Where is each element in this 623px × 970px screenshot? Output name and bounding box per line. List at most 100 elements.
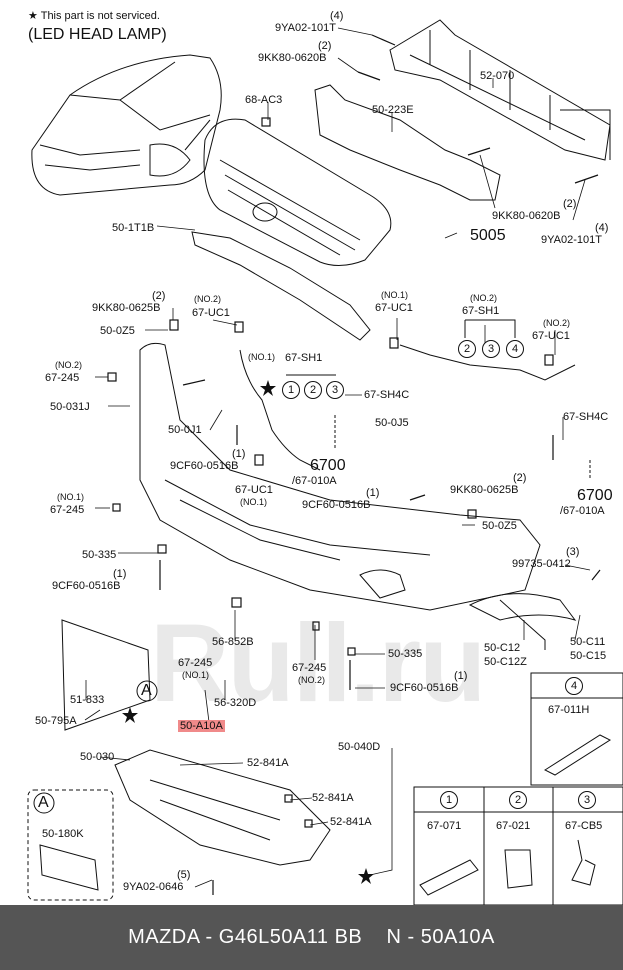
leader-lines (84, 27, 591, 888)
label-50-030: 50-030 (80, 751, 115, 763)
license-bracket-drawing (61, 619, 151, 731)
label-67-071: 67-071 (427, 820, 462, 832)
undercover-drawing (114, 749, 331, 866)
label-50-c15: 50-C15 (570, 650, 607, 662)
harness-drawing (239, 349, 321, 471)
circle-num-4b: 4 (506, 340, 524, 358)
label-52-070: 52-070 (480, 70, 515, 82)
label-56-852b: 56-852B (212, 636, 254, 648)
label-50-180k: 50-180K (42, 828, 84, 840)
label-5005: 5005 (470, 227, 506, 244)
label-50-c11: 50-C11 (570, 636, 606, 648)
bumper-drawing (139, 342, 541, 611)
label-67-021: 67-021 (496, 820, 531, 832)
label-no2-sh1: (NO.2) (470, 293, 497, 303)
side-molding-drawing (468, 593, 577, 621)
label-67-uc1-b: 67-UC1 (375, 302, 413, 314)
label-52-841a-b: 52-841A (312, 792, 354, 804)
marker-a-main: A (141, 682, 152, 699)
label-no1-d: (NO.1) (182, 670, 209, 680)
label-9kk80-right-qty: (2) (563, 198, 577, 210)
label-no1-c: (NO.1) (240, 497, 267, 507)
circle-num-2b: 2 (458, 340, 476, 358)
label-67-uc1-c: 67-UC1 (235, 484, 273, 496)
absorber-drawing (314, 84, 501, 201)
label-9ya02-top: 9YA02-101T (275, 22, 336, 34)
label-no1-sh1: (NO.1) (248, 352, 275, 362)
label-52-841a-c: 52-841A (330, 816, 372, 828)
label-9kk80-0625b-r: 9KK80-0625B (450, 484, 519, 496)
label-99735: 99735-0412 (512, 558, 571, 570)
label-9cf60-b-qty: (1) (366, 487, 380, 499)
label-67-sh4c-a: 67-SH4C (364, 389, 410, 401)
label-no1-a: (NO.1) (381, 290, 408, 300)
label-50-c12: 50-C12 (484, 642, 521, 654)
label-67-cb5: 67-CB5 (565, 820, 603, 832)
label-9ya02-0646: 9YA02-0646 (123, 881, 184, 893)
label-9ya02-right-qty: (4) (595, 222, 609, 234)
circle-num-1: 1 (282, 381, 300, 399)
label-67-245-c: 67-245 (178, 657, 213, 669)
label-51-833: 51-833 (70, 694, 105, 706)
label-67-sh1-a: 67-SH1 (462, 305, 500, 317)
label-50-040d: 50-040D (338, 741, 381, 753)
label-9ya02-right: 9YA02-101T (541, 234, 602, 246)
label-99735-qty: (3) (566, 546, 580, 558)
label-9cf60-a: 9CF60-0516B (170, 460, 239, 472)
label-6700-a: 6700 (310, 457, 346, 474)
label-67-010a-a: /67-010A (292, 475, 337, 487)
grille-drawing (203, 118, 392, 266)
box4-number: 4 (565, 677, 583, 695)
label-6700-b: 6700 (577, 487, 613, 504)
label-9kk80-top: 9KK80-0620B (258, 52, 327, 64)
table-col2-number: 2 (509, 791, 527, 809)
label-50-031j: 50-031J (50, 401, 90, 413)
label-no2-a: (NO.2) (194, 294, 221, 304)
label-50-1t1b: 50-1T1B (112, 222, 155, 234)
note-led-head-lamp: (LED HEAD LAMP) (28, 26, 167, 43)
label-50-795a: 50-795A (35, 715, 77, 727)
label-9cf60-d-qty: (1) (454, 670, 468, 682)
label-no2-uc1-right: (NO.2) (543, 318, 570, 328)
label-9ya02-top-qty: (4) (330, 10, 344, 22)
label-67-uc1-a: 67-UC1 (192, 307, 230, 319)
label-67-sh1-b: 67-SH1 (285, 352, 323, 364)
footer-part-number: MAZDA - G46L50A11 BB N - 50A10A (128, 926, 495, 948)
diagram-drawing (27, 19, 623, 905)
label-no2-d: (NO.2) (298, 675, 325, 685)
label-67-sh4c-b: 67-SH4C (563, 411, 609, 423)
label-67-010a-b: /67-010A (560, 505, 605, 517)
label-50-335-a: 50-335 (82, 549, 117, 561)
label-50-223e: 50-223E (372, 104, 414, 116)
label-67-245-d: 67-245 (292, 662, 327, 674)
label-9cf60-d: 9CF60-0516B (390, 682, 459, 694)
table-col3-number: 3 (578, 791, 596, 809)
label-50-0z5-a: 50-0Z5 (100, 325, 135, 337)
label-50-0j1: 50-0J1 (168, 424, 202, 436)
label-9kk80-0625b: 9KK80-0625B (92, 302, 161, 314)
label-9kk80-0625b-r-qty: (2) (513, 472, 527, 484)
label-50-c12z: 50-C12Z (484, 656, 527, 668)
label-50-0j5: 50-0J5 (375, 417, 409, 429)
label-9kk80-right: 9KK80-0620B (492, 210, 561, 222)
label-50-a10a-highlighted: 50-A10A (178, 720, 225, 732)
label-9ya02-0646-qty: (5) (177, 869, 191, 881)
label-50-335-b: 50-335 (388, 648, 423, 660)
parts-diagram: Rull.ru (27, 10, 623, 905)
note-not-serviced: ★ This part is not serviced. (28, 10, 160, 22)
circle-num-3: 3 (326, 381, 344, 399)
label-52-841a-a: 52-841A (247, 757, 289, 769)
circle-num-3b: 3 (482, 340, 500, 358)
label-9cf60-c-qty: (1) (113, 568, 127, 580)
label-67-245-a: 67-245 (45, 372, 80, 384)
fasteners (107, 34, 601, 895)
car-sketch (31, 54, 222, 196)
table-col1-number: 1 (440, 791, 458, 809)
harness-drawing-right (399, 344, 576, 381)
label-67-uc1-right: 67-UC1 (532, 330, 570, 342)
star-markers (122, 380, 374, 884)
label-9kk80-0625b-qty: (2) (152, 290, 166, 302)
label-9kk80-top-qty: (2) (318, 40, 332, 52)
label-no1-245: (NO.1) (57, 492, 84, 502)
footer-bar: MAZDA - G46L50A11 BB N - 50A10A (0, 905, 623, 970)
